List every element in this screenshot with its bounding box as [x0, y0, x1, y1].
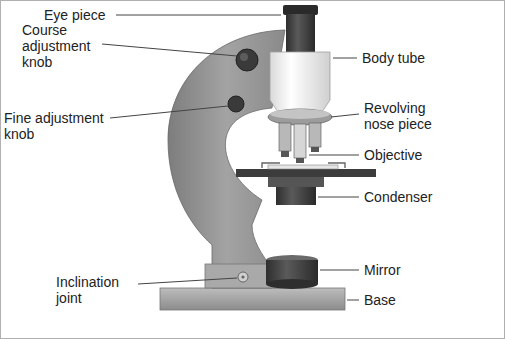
fine-knob: [228, 96, 244, 112]
leader-line: [138, 278, 237, 284]
leader-line: [347, 300, 359, 301]
objective-lens: [294, 124, 306, 158]
leader-line: [110, 106, 228, 118]
objective-lens: [279, 123, 291, 151]
knob-highlight: [240, 53, 248, 61]
coarse-knob: [236, 49, 258, 71]
leader-line: [331, 114, 359, 117]
eyepiece: [286, 14, 315, 54]
objective-tip: [311, 147, 319, 152]
arm: [168, 30, 285, 288]
part-label: Eye piece: [44, 7, 105, 23]
leader-line: [320, 270, 359, 271]
part-label: Course adjustment knob: [22, 22, 102, 70]
mirror-bottom: [266, 279, 318, 289]
part-label: Mirror: [364, 262, 401, 278]
objective-tip: [281, 151, 289, 157]
stage-clip: [328, 163, 345, 168]
part-label: Objective: [364, 147, 422, 163]
leader-line: [318, 197, 359, 198]
body-tube: [270, 52, 330, 112]
part-label: Body tube: [362, 50, 425, 66]
slide: [268, 165, 338, 169]
nose-piece: [268, 109, 332, 125]
part-label: Condenser: [364, 189, 433, 205]
inclination-joint: [238, 272, 248, 282]
leader-line: [116, 15, 281, 16]
part-label: Inclination joint: [56, 274, 136, 306]
nose-piece-top: [270, 109, 330, 119]
part-label: Base: [364, 292, 396, 308]
objective-lens: [309, 123, 321, 147]
part-label: Fine adjustment knob: [4, 110, 126, 142]
leader-line: [309, 155, 359, 156]
condenser: [268, 177, 324, 187]
joint-pin: [241, 275, 244, 278]
objective-tip: [296, 158, 304, 163]
leader-lines: [102, 15, 359, 300]
part-label: Revolving nose piece: [364, 100, 456, 132]
leader-line: [102, 44, 237, 56]
stage-plate: [236, 169, 376, 177]
base-plate: [160, 288, 345, 310]
stage-clip: [262, 163, 280, 168]
eyepiece-cap: [283, 5, 318, 15]
leader-line: [333, 58, 357, 59]
condenser-body: [276, 187, 316, 205]
